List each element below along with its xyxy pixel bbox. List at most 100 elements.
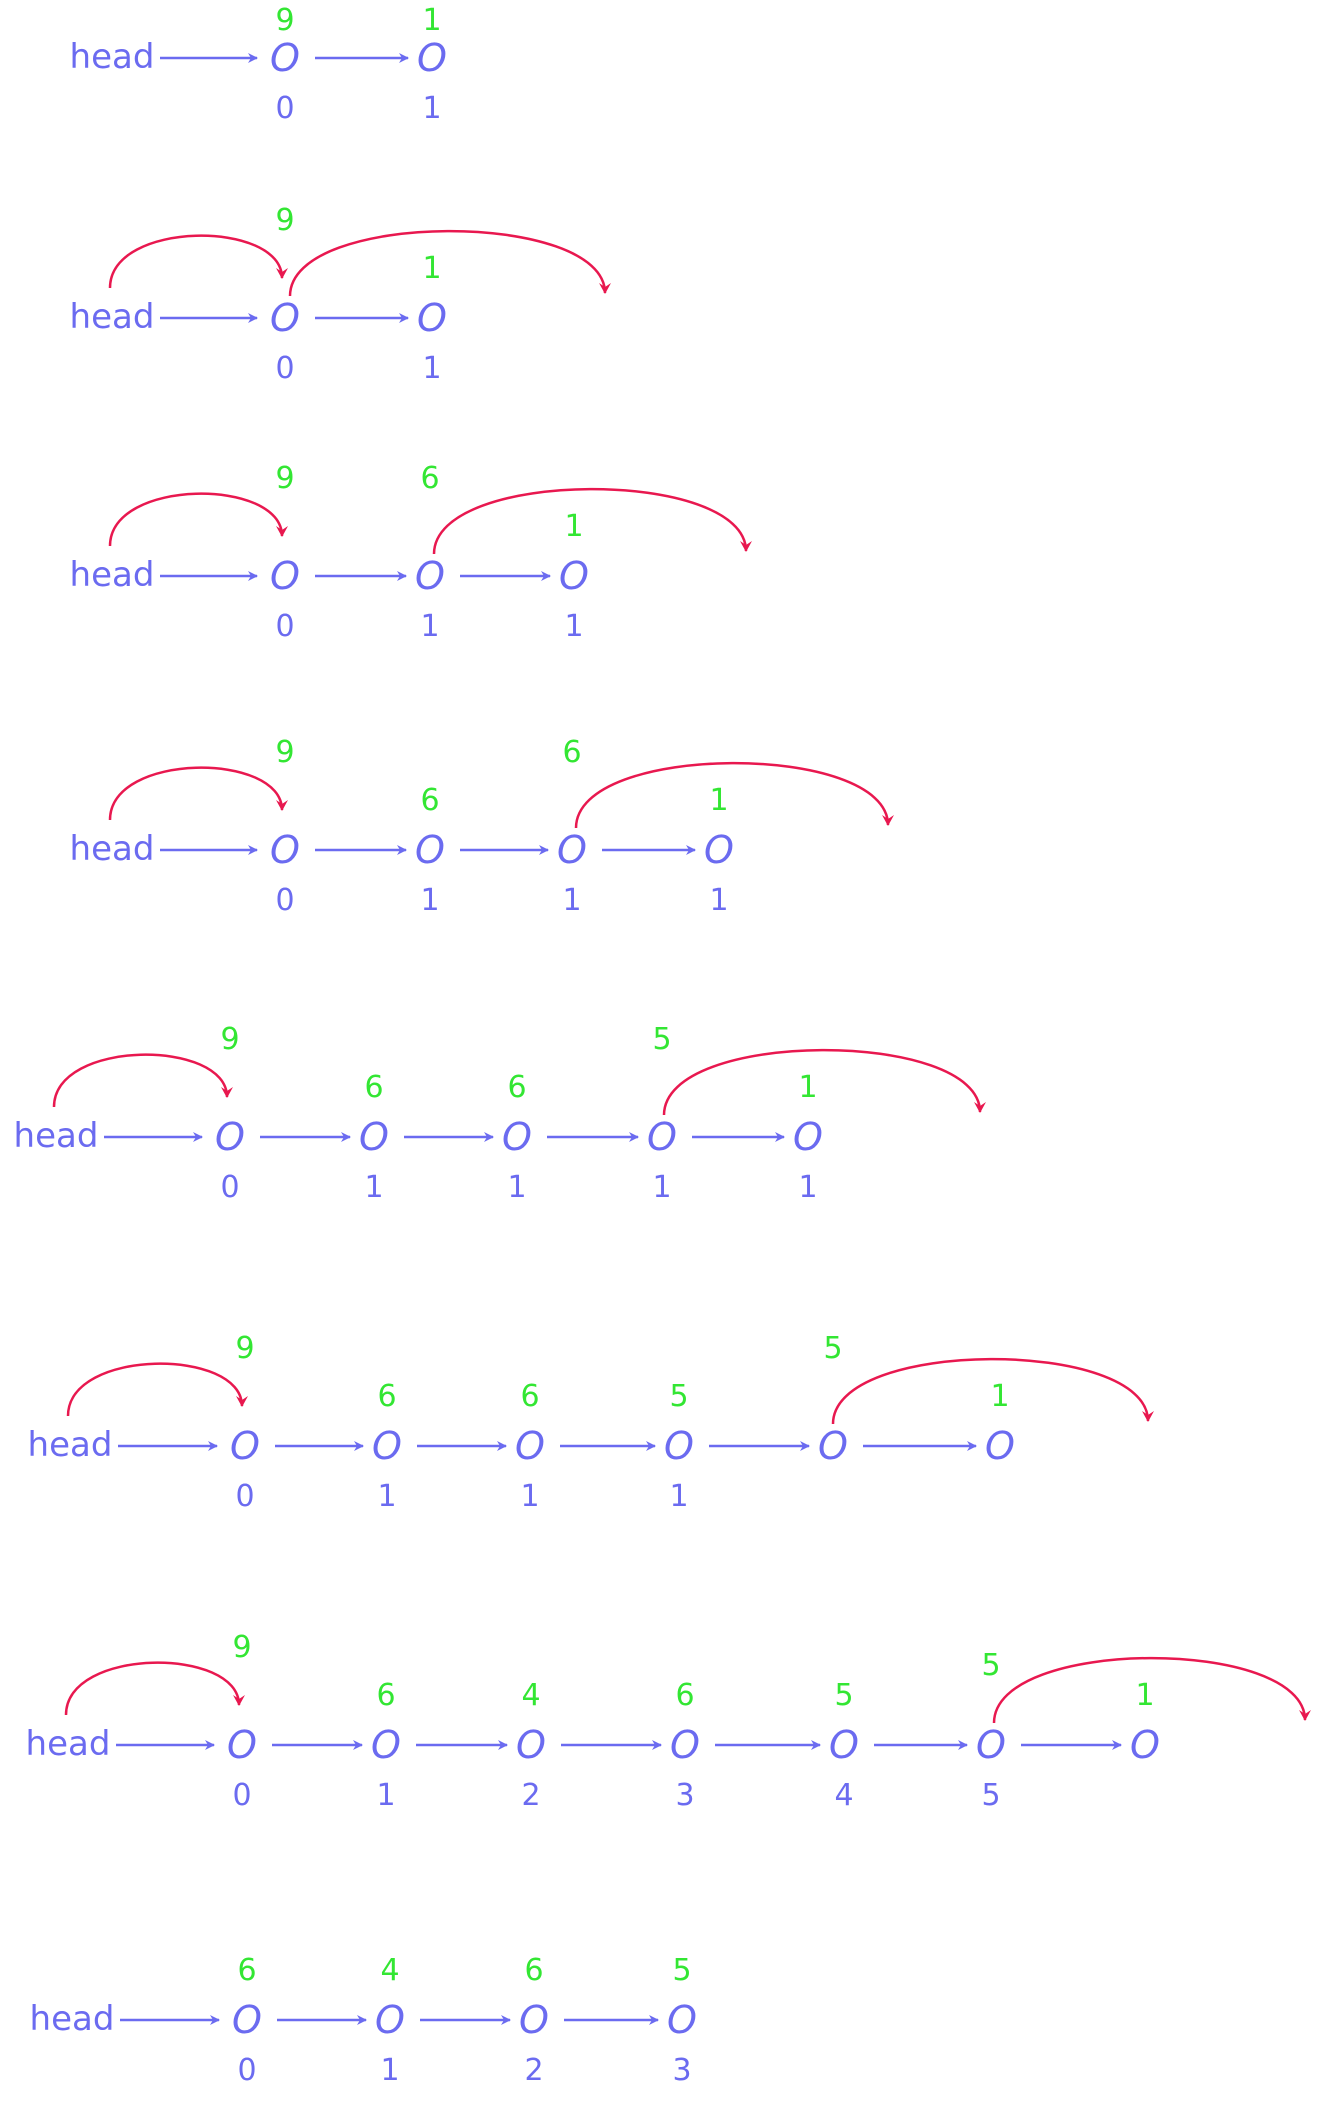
node-index: 1 <box>507 1170 526 1205</box>
node-index: 1 <box>520 1479 539 1514</box>
list-node: O <box>270 828 300 872</box>
node-value: 9 <box>275 203 294 238</box>
node-value: 1 <box>990 1379 1009 1414</box>
node-value: 5 <box>823 1331 842 1366</box>
node-index: 1 <box>420 609 439 644</box>
node-index: 2 <box>521 1778 540 1813</box>
list-node: O <box>227 1723 257 1767</box>
node-value: 4 <box>380 1953 399 1988</box>
node-value: 9 <box>275 461 294 496</box>
node-index: 1 <box>709 883 728 918</box>
list-node: O <box>270 296 300 340</box>
list-node: O <box>270 554 300 598</box>
list-node: O <box>793 1115 823 1159</box>
tail-curve-arrow <box>662 1048 986 1116</box>
node-index: 0 <box>237 2053 256 2088</box>
node-value: 1 <box>422 3 441 38</box>
node-value: 6 <box>376 1678 395 1713</box>
node-index: 0 <box>235 1479 254 1514</box>
node-value: 6 <box>364 1070 383 1105</box>
list-node: O <box>270 36 300 80</box>
list-node: O <box>985 1424 1015 1468</box>
node-index: 2 <box>524 2053 543 2088</box>
node-index: 0 <box>232 1778 251 1813</box>
list-node: O <box>818 1424 848 1468</box>
node-value: 6 <box>520 1379 539 1414</box>
list-node: O <box>670 1723 700 1767</box>
head-curve-arrow <box>108 492 288 547</box>
tail-curve-arrow <box>432 487 752 555</box>
node-index: 3 <box>675 1778 694 1813</box>
list-node: O <box>230 1424 260 1468</box>
list-node: O <box>515 1424 545 1468</box>
tail-curve-arrow <box>288 229 611 297</box>
node-value: 6 <box>562 735 581 770</box>
list-node: O <box>372 1424 402 1468</box>
node-index: 1 <box>420 883 439 918</box>
node-index: 1 <box>562 883 581 918</box>
list-node: O <box>232 1998 262 2042</box>
node-value: 6 <box>507 1070 526 1105</box>
list-node: O <box>519 1998 549 2042</box>
head-label: head <box>14 1116 99 1156</box>
node-value: 1 <box>422 251 441 286</box>
node-value: 5 <box>669 1379 688 1414</box>
node-value: 9 <box>232 1630 251 1665</box>
list-node: O <box>417 296 447 340</box>
node-value: 6 <box>675 1678 694 1713</box>
node-value: 9 <box>275 735 294 770</box>
node-index: 1 <box>564 609 583 644</box>
list-node: O <box>417 36 447 80</box>
list-node: O <box>359 1115 389 1159</box>
node-value: 6 <box>377 1379 396 1414</box>
list-node: O <box>502 1115 532 1159</box>
node-index: 1 <box>376 1778 395 1813</box>
list-node: O <box>557 828 587 872</box>
node-index: 0 <box>275 883 294 918</box>
tail-curve-arrow <box>992 1656 1311 1724</box>
node-value: 1 <box>798 1070 817 1105</box>
node-index: 1 <box>652 1170 671 1205</box>
node-index: 0 <box>275 351 294 386</box>
node-index: 4 <box>834 1778 853 1813</box>
list-node: O <box>415 828 445 872</box>
list-node: O <box>415 554 445 598</box>
node-index: 1 <box>377 1479 396 1514</box>
node-index: 1 <box>669 1479 688 1514</box>
list-node: O <box>516 1723 546 1767</box>
head-label: head <box>70 555 155 595</box>
node-value: 9 <box>220 1022 239 1057</box>
node-value: 9 <box>275 3 294 38</box>
list-node: O <box>647 1115 677 1159</box>
head-curve-arrow <box>66 1362 248 1417</box>
list-node: O <box>371 1723 401 1767</box>
list-node: O <box>664 1424 694 1468</box>
node-value: 6 <box>237 1953 256 1988</box>
node-index: 1 <box>380 2053 399 2088</box>
head-label: head <box>26 1724 111 1764</box>
head-curve-arrow <box>108 766 288 821</box>
list-node: O <box>667 1998 697 2042</box>
head-curve-arrow <box>64 1661 245 1716</box>
node-value: 6 <box>524 1953 543 1988</box>
node-value: 9 <box>235 1331 254 1366</box>
list-node: O <box>704 828 734 872</box>
node-index: 1 <box>798 1170 817 1205</box>
node-value: 5 <box>981 1648 1000 1683</box>
node-index: 1 <box>422 91 441 126</box>
tail-curve-arrow <box>574 761 894 829</box>
head-label: head <box>28 1425 113 1465</box>
head-label: head <box>70 37 155 77</box>
node-value: 1 <box>1135 1678 1154 1713</box>
list-node: O <box>215 1115 245 1159</box>
node-value: 5 <box>834 1678 853 1713</box>
